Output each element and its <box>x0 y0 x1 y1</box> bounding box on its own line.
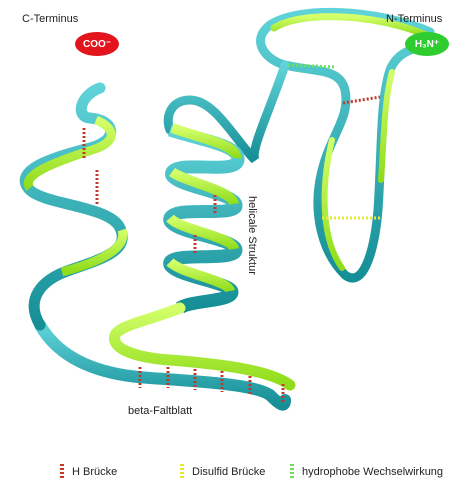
h-bonds <box>82 95 381 404</box>
helix-label: helicale Struktur <box>246 196 258 275</box>
hydrophobic-bond <box>287 63 337 69</box>
c-terminus-label: C-Terminus <box>22 13 79 25</box>
beta-sheet <box>34 302 296 411</box>
n-terminus-badge: H₃N⁺ <box>405 32 449 56</box>
hydrophobic-interactions <box>287 63 337 69</box>
legend-hydrophobic-swatch <box>290 464 294 480</box>
alpha-helix <box>163 123 245 314</box>
n-terminus-loop <box>256 7 437 283</box>
c-terminus-badge-text: COO⁻ <box>82 38 112 50</box>
beta-sheet-label: beta-Faltblatt <box>128 405 193 417</box>
connector-loop <box>163 60 290 164</box>
legend-hydrophobic-label: hydrophobe Wechselwirkung <box>302 466 444 478</box>
n-terminus-badge-text: H₃N⁺ <box>414 38 440 50</box>
legend-h-bond-swatch <box>60 464 64 480</box>
n-terminus-label: N-Terminus <box>386 13 443 25</box>
legend-disulfide: Disulfid Brücke <box>180 464 265 480</box>
legend-hydrophobic: hydrophobe Wechselwirkung <box>290 464 443 480</box>
c-terminus-badge: COO⁻ <box>75 32 119 56</box>
legend-h-bond: H Brücke <box>60 464 117 480</box>
legend-disulfide-label: Disulfid Brücke <box>192 466 266 478</box>
left-coil <box>19 82 128 331</box>
legend-h-bond-label: H Brücke <box>72 466 118 478</box>
legend-disulfide-swatch <box>180 464 184 480</box>
